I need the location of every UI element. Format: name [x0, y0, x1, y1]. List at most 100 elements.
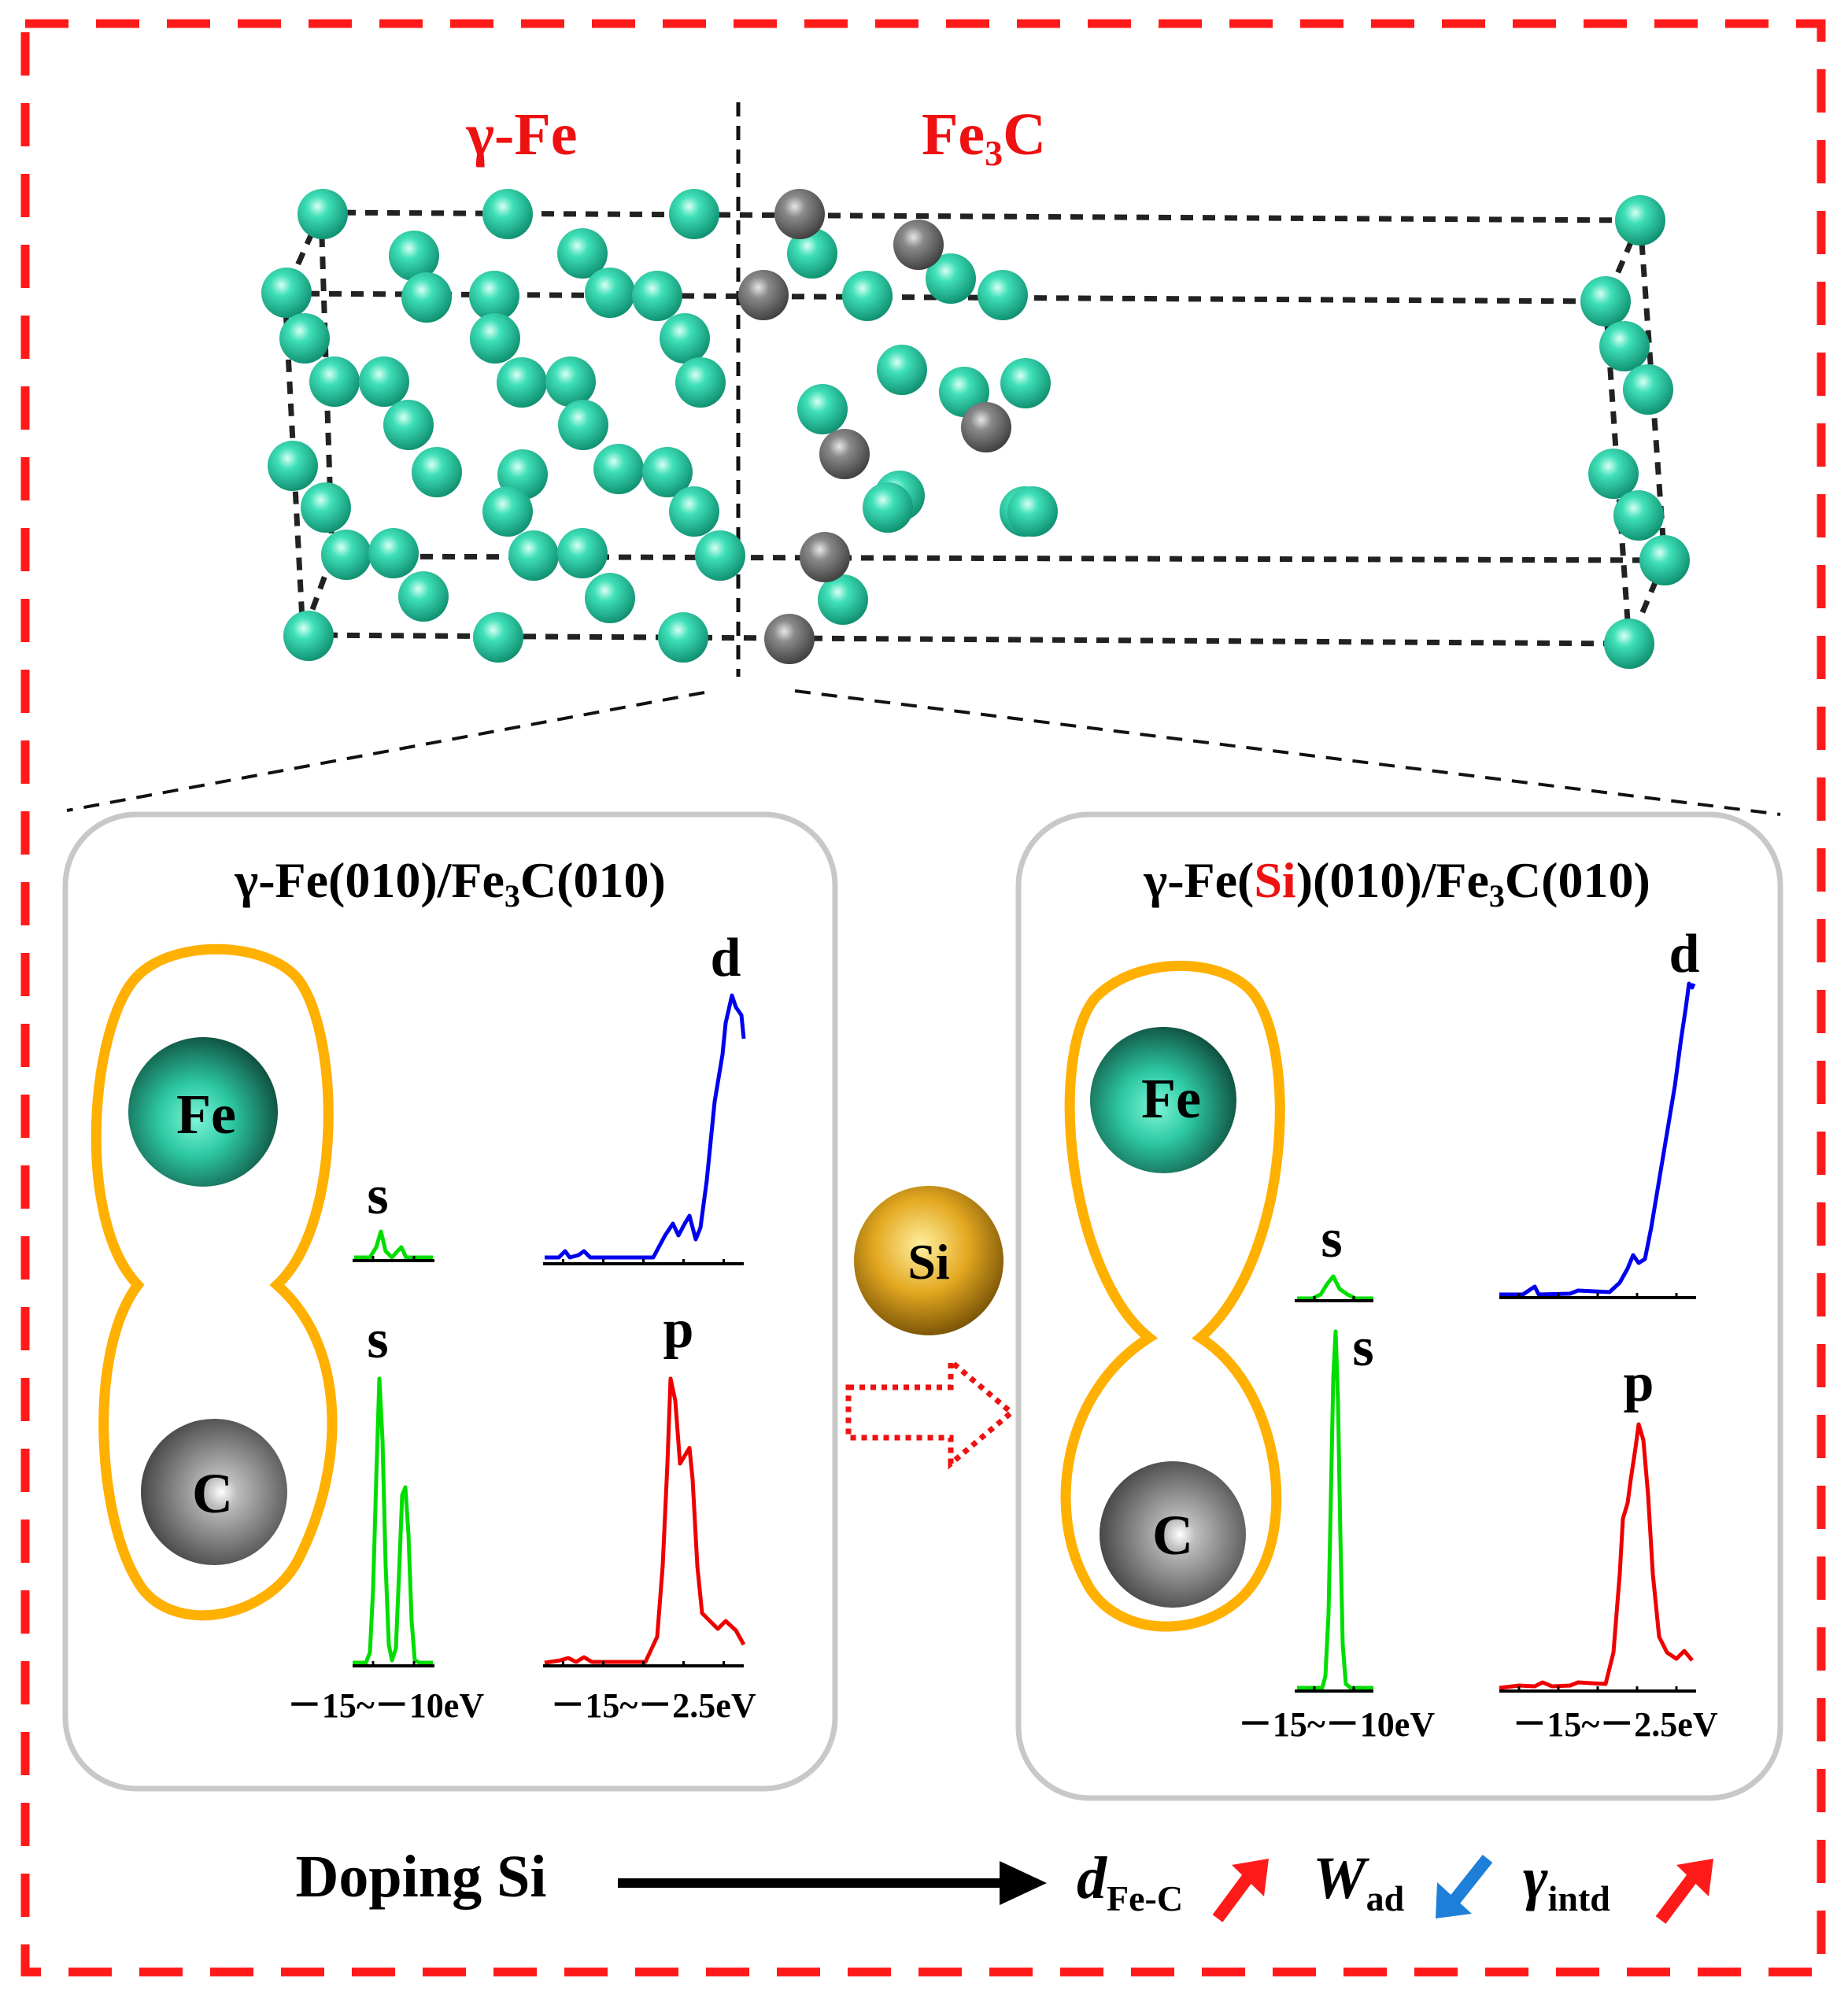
fe-atom [482, 486, 533, 537]
s-dos-fe-undoped [354, 1229, 433, 1260]
fe-atom [401, 272, 452, 323]
fe-atom [298, 189, 348, 239]
fe-atom [482, 189, 533, 239]
atom-structure [261, 189, 1690, 669]
fe-atom [497, 357, 547, 408]
dotted-transform-arrow [845, 1355, 1016, 1470]
fe-atom [632, 271, 682, 321]
d-dos-undoped [545, 993, 746, 1260]
fe-atom [818, 574, 868, 625]
fe-atom [469, 271, 519, 321]
dos-curves-undoped [353, 993, 746, 1667]
fe-atom [877, 345, 927, 395]
w-ad-down-arrowhead [1436, 1882, 1472, 1918]
s-label-fe-si-doped: s [1321, 1209, 1342, 1269]
s-label-c-si-doped: s [1352, 1317, 1373, 1378]
gamma-intd-symbol: γintd [1523, 1845, 1610, 1918]
fe-atom [383, 400, 434, 450]
fe-atom [279, 313, 330, 364]
fe-atom [470, 313, 520, 364]
c-atom-si-doped [1100, 1461, 1246, 1608]
fe-atom [642, 447, 693, 497]
fe-atom [321, 530, 371, 580]
orbital-outline-undoped [91, 943, 338, 1621]
axis-s-undoped: －15~－10eV [287, 1686, 484, 1725]
panel-si-doped: γ-Fe(Si)(010)/Fe3C(010) Fe C s s d p －15… [1015, 811, 1783, 1801]
fe-atom [508, 530, 559, 581]
fe-atom [669, 189, 719, 239]
p-label-si-doped: p [1624, 1353, 1654, 1413]
c-atom [819, 429, 870, 479]
fe-atom [978, 270, 1028, 320]
c-atom-undoped [141, 1419, 287, 1565]
fe-atom-undoped [128, 1037, 278, 1187]
p-label-undoped: p [663, 1299, 694, 1360]
c-atom [738, 270, 789, 320]
d-label-undoped: d [711, 928, 741, 988]
s-label-fe-undoped: s [367, 1165, 388, 1226]
outer-dashed-frame [20, 19, 1826, 1977]
fe-atom-label-undoped: Fe [176, 1083, 236, 1146]
fe-atom [545, 356, 596, 407]
d-label-si-doped: d [1669, 924, 1700, 984]
panel-si-doped-title: γ-Fe(Si)(010)/Fe3C(010) [1143, 852, 1650, 914]
fe-atom [1000, 358, 1051, 408]
fe-atom [658, 612, 708, 663]
c-atom [961, 402, 1011, 452]
fe-atom [1604, 619, 1654, 669]
fe-atom [473, 612, 523, 663]
fe-atom [660, 313, 710, 364]
si-dopant-label: Si [907, 1234, 949, 1290]
w-ad-symbol: Wad [1313, 1845, 1405, 1918]
fe-atom [389, 231, 439, 281]
fe-atom [675, 357, 726, 408]
zoom-line-right [794, 689, 1781, 816]
fe3c-label: Fe3C [922, 102, 1046, 173]
fe-atom [842, 271, 893, 321]
c-atom-label-undoped: C [192, 1462, 233, 1525]
c-atom [800, 532, 850, 582]
fe-atom [557, 528, 608, 578]
fe-atom [268, 441, 318, 491]
fe-atom-si-doped [1090, 1027, 1236, 1173]
fe-atom [787, 228, 837, 279]
orbital-outline-si-doped [1060, 961, 1285, 1632]
fe-atom [585, 268, 635, 318]
fe-atom [863, 482, 913, 533]
fe-atom [797, 384, 848, 434]
fe-atom [1599, 321, 1650, 371]
s-dos-c-undoped [353, 1376, 433, 1665]
fe-atom [1007, 486, 1058, 537]
s-label-c-undoped: s [367, 1309, 388, 1370]
gamma-fe-label: γ-Fe [465, 102, 577, 168]
p-dos-undoped [544, 1376, 746, 1665]
fe-atom [558, 400, 608, 450]
zoom-line-left [66, 691, 705, 812]
fe-atom [309, 356, 360, 407]
fe-atom [412, 447, 462, 497]
axis-dp-si-doped: －15~－2.5eV [1512, 1705, 1717, 1744]
c-atom [893, 220, 944, 270]
fe-atom [359, 356, 409, 407]
c-atom [774, 189, 825, 239]
p-dos-si-doped [1499, 1422, 1694, 1690]
gamma-intd-up-arrow-icon [1655, 1869, 1702, 1924]
fe-atom [1615, 195, 1665, 246]
doping-si-label: Doping Si [296, 1844, 547, 1910]
doping-arrowhead [1000, 1861, 1047, 1905]
fe-atom [585, 573, 635, 623]
s-dos-c-si-doped [1297, 1329, 1373, 1690]
si-dopant-atom [854, 1186, 1003, 1335]
fe-atom [368, 528, 419, 578]
d-dos-si-doped [1499, 981, 1696, 1297]
panel-undoped-title: γ-Fe(010)/Fe3C(010) [234, 852, 666, 914]
fe-atom [261, 268, 312, 318]
fe-atom [1588, 449, 1639, 499]
fe-atom [283, 611, 334, 661]
panel-undoped: γ-Fe(010)/Fe3C(010) Fe C s s d p －15~－10… [62, 811, 838, 1792]
fe-atom [669, 486, 719, 537]
axis-s-si-doped: －15~－10eV [1238, 1705, 1435, 1744]
fe-atom [695, 530, 745, 581]
fe-atom [557, 228, 608, 279]
